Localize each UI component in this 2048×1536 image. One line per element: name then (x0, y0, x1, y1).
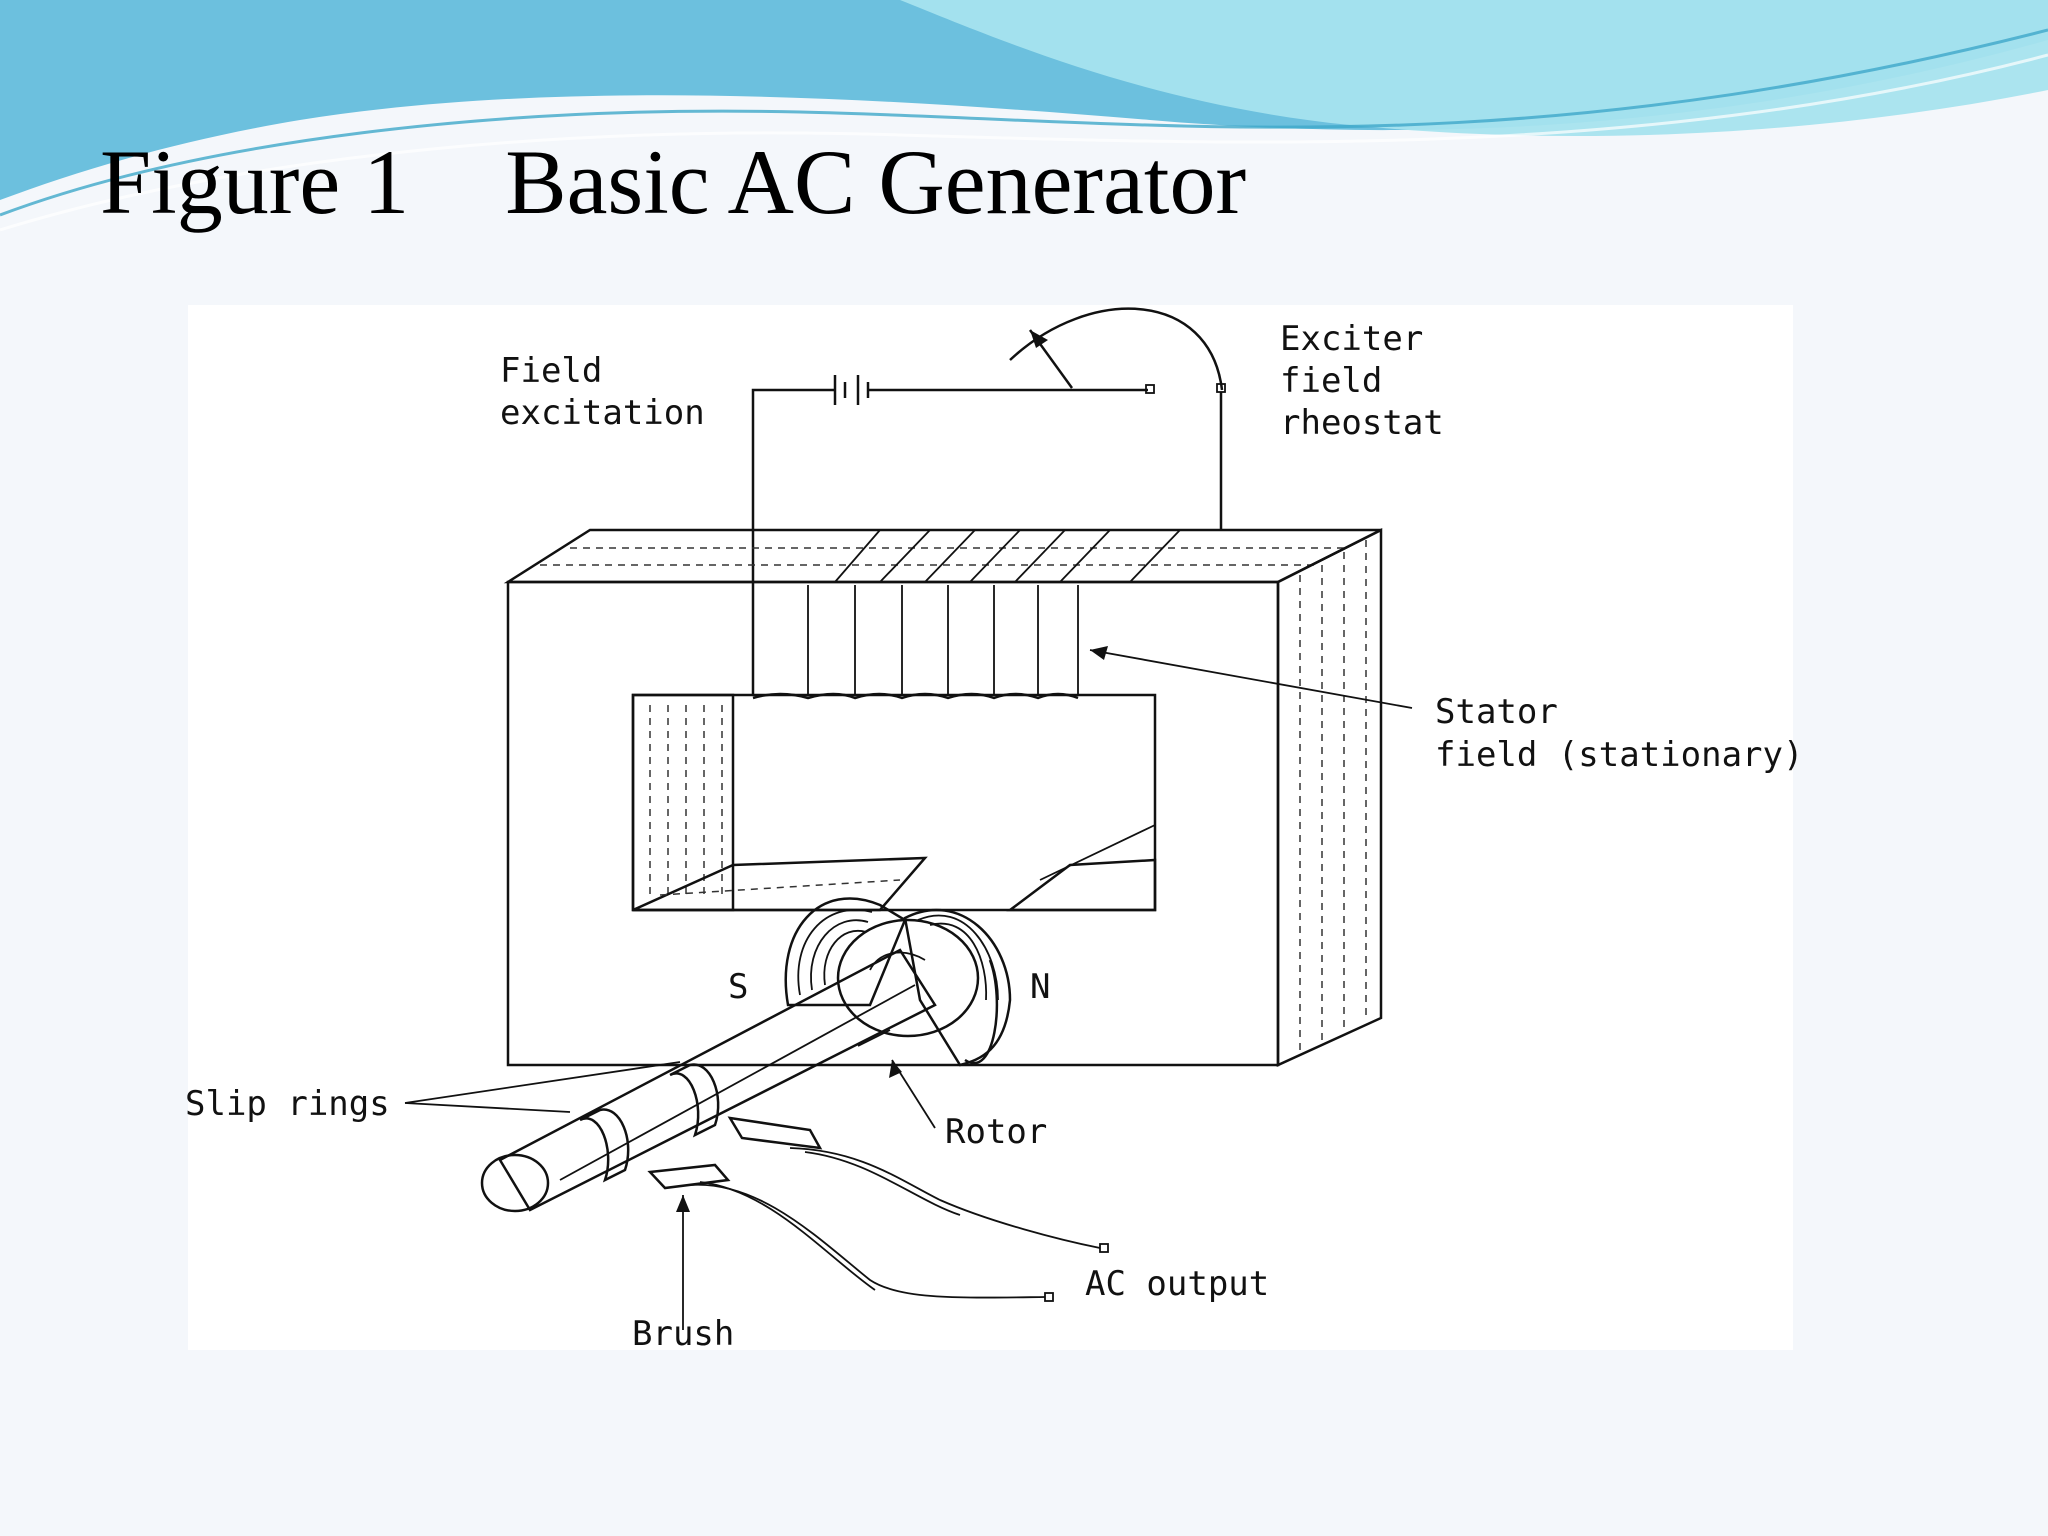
leader-lines (404, 1059, 936, 1129)
label-stator-1: Stator (1435, 692, 1558, 732)
figure-panel (188, 305, 1793, 1350)
label-field-excitation-2: excitation (500, 393, 705, 433)
label-slip-rings: Slip rings (185, 1084, 390, 1124)
label-exciter-1: Exciter (1280, 319, 1423, 359)
wave-highlight-2 (0, 53, 2048, 232)
label-rotor: Rotor (945, 1112, 1047, 1152)
label-exciter-3: rheostat (1280, 403, 1444, 443)
label-field-excitation-1: Field (500, 351, 602, 391)
label-brush: Brush (632, 1314, 734, 1354)
excitation-circuit (751, 307, 1226, 695)
title-figure-number: Figure 1 (100, 131, 410, 233)
wave-band-light (900, 0, 2048, 137)
label-pole-s: S (728, 967, 748, 1007)
field-coil (752, 529, 1413, 709)
rotor (480, 897, 1012, 1213)
label-pole-n: N (1030, 967, 1050, 1007)
brushes-and-leads (647, 1116, 1109, 1330)
label-exciter-2: field (1280, 361, 1382, 401)
wave-highlight (0, 28, 2048, 217)
title-text: Basic AC Generator (505, 131, 1247, 233)
label-ac-output: AC output (1085, 1264, 1269, 1304)
label-stator-2: field (stationary) (1435, 735, 1803, 775)
stator-frame (503, 527, 1383, 1067)
